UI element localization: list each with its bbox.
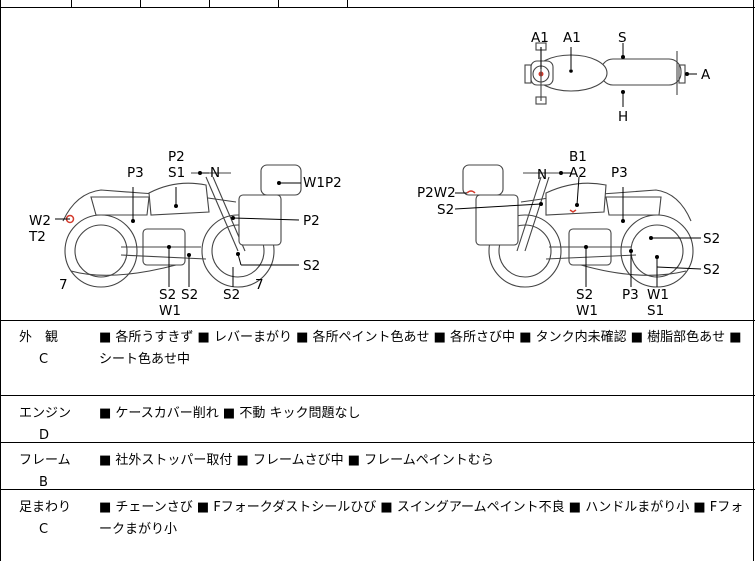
left-label-s2-b: S2 [181,287,198,303]
left-label-p2-top: P2 [168,149,185,165]
condition-description: ■ チェーンさび ■ Fフォークダストシールひび ■ スイングアームペイント不良… [99,500,744,537]
left-label-7-front: 7 [59,277,68,293]
right-label-b1: B1 [569,149,587,165]
condition-description: ■ ケースカバー削れ ■ 不動 キック問題なし [99,406,361,421]
top-label-s: S [618,30,627,46]
category-cell: 足まわり C [19,497,89,541]
left-label-w2: W2 [29,213,51,229]
condition-description: ■ 各所うすきず ■ レバーまがり ■ 各所ペイント色あせ ■ 各所さび中 ■ … [99,330,742,367]
right-label-n: N [537,167,547,183]
column-divider [140,0,141,7]
category-name: エンジン [19,406,72,421]
category-grade: D [39,428,50,443]
top-label-a1-left: A1 [531,30,549,46]
right-label-p3-bottom: P3 [622,287,639,303]
category-name: フレーム [19,453,71,468]
right-label-s2-bottom: S2 [576,287,593,303]
left-label-n: N [210,165,220,181]
left-label-w1p2: W1P2 [303,175,342,191]
column-divider [278,0,279,7]
left-label-s1: S1 [168,165,185,181]
right-label-s2-bag: S2 [437,202,454,218]
left-label-p3: P3 [127,165,144,181]
right-label-w1-bottom: W1 [576,303,598,319]
right-label-s1: S1 [647,303,664,319]
right-label-p2w2: P2W2 [417,185,456,201]
column-divider [71,0,72,7]
left-label-s2-c: S2 [223,287,240,303]
left-label-p2-side: P2 [303,213,320,229]
category-name: 足まわり [19,500,72,515]
left-label-s2-rear: S2 [303,258,320,274]
column-divider [209,0,210,7]
left-label-t2: T2 [28,229,46,245]
motorcycle-top-view: A1 A1 S A H [524,30,711,125]
condition-description: ■ 社外ストッパー取付 ■ フレームさび中 ■ フレームペイントむら [99,453,494,468]
right-label-w1-rear: W1 [647,287,669,303]
category-cell: 外 観 C [19,327,89,371]
top-label-a: A [701,67,711,83]
category-grade: C [39,522,49,537]
motorcycle-left-view: P2 S1 N P3 W1P2 W2 T2 P2 S2 7 S2 S2 S2 7… [28,149,342,319]
column-divider [347,0,348,7]
left-label-7-rear: 7 [255,277,264,293]
top-label-h: H [618,109,628,125]
category-grade: C [39,352,49,367]
right-label-p3-top: P3 [611,165,628,181]
right-label-a2: A2 [569,165,587,181]
right-label-s2-upper: S2 [703,231,720,247]
category-grade: B [39,475,48,490]
left-label-s2-a: S2 [159,287,176,303]
category-cell: エンジン D [19,403,89,447]
table-header-strip [1,0,755,8]
right-label-s2-lower: S2 [703,262,720,278]
top-label-a1-right: A1 [563,30,581,46]
damage-diagram: A1 A1 S A H [1,7,755,321]
condition-row-suspension: 足まわり C ■ チェーンさび ■ Fフォークダストシールひび ■ スイングアー… [1,490,755,561]
left-label-w1: W1 [159,303,181,319]
category-cell: フレーム B [19,450,89,494]
condition-row-exterior: 外 観 C ■ 各所うすきず ■ レバーまがり ■ 各所ペイント色あせ ■ 各所… [1,320,755,396]
category-name: 外 観 [19,330,59,345]
motorcycle-right-view: B1 A2 N P2W2 S2 P3 S2 S2 S2 W1 P3 W1 S1 [417,149,720,319]
condition-row-frame: フレーム B ■ 社外ストッパー取付 ■ フレームさび中 ■ フレームペイントむ… [1,443,755,490]
motorcycle-diagram-svg: A1 A1 S A H [28,30,720,319]
condition-row-engine: エンジン D ■ ケースカバー削れ ■ 不動 キック問題なし [1,396,755,443]
